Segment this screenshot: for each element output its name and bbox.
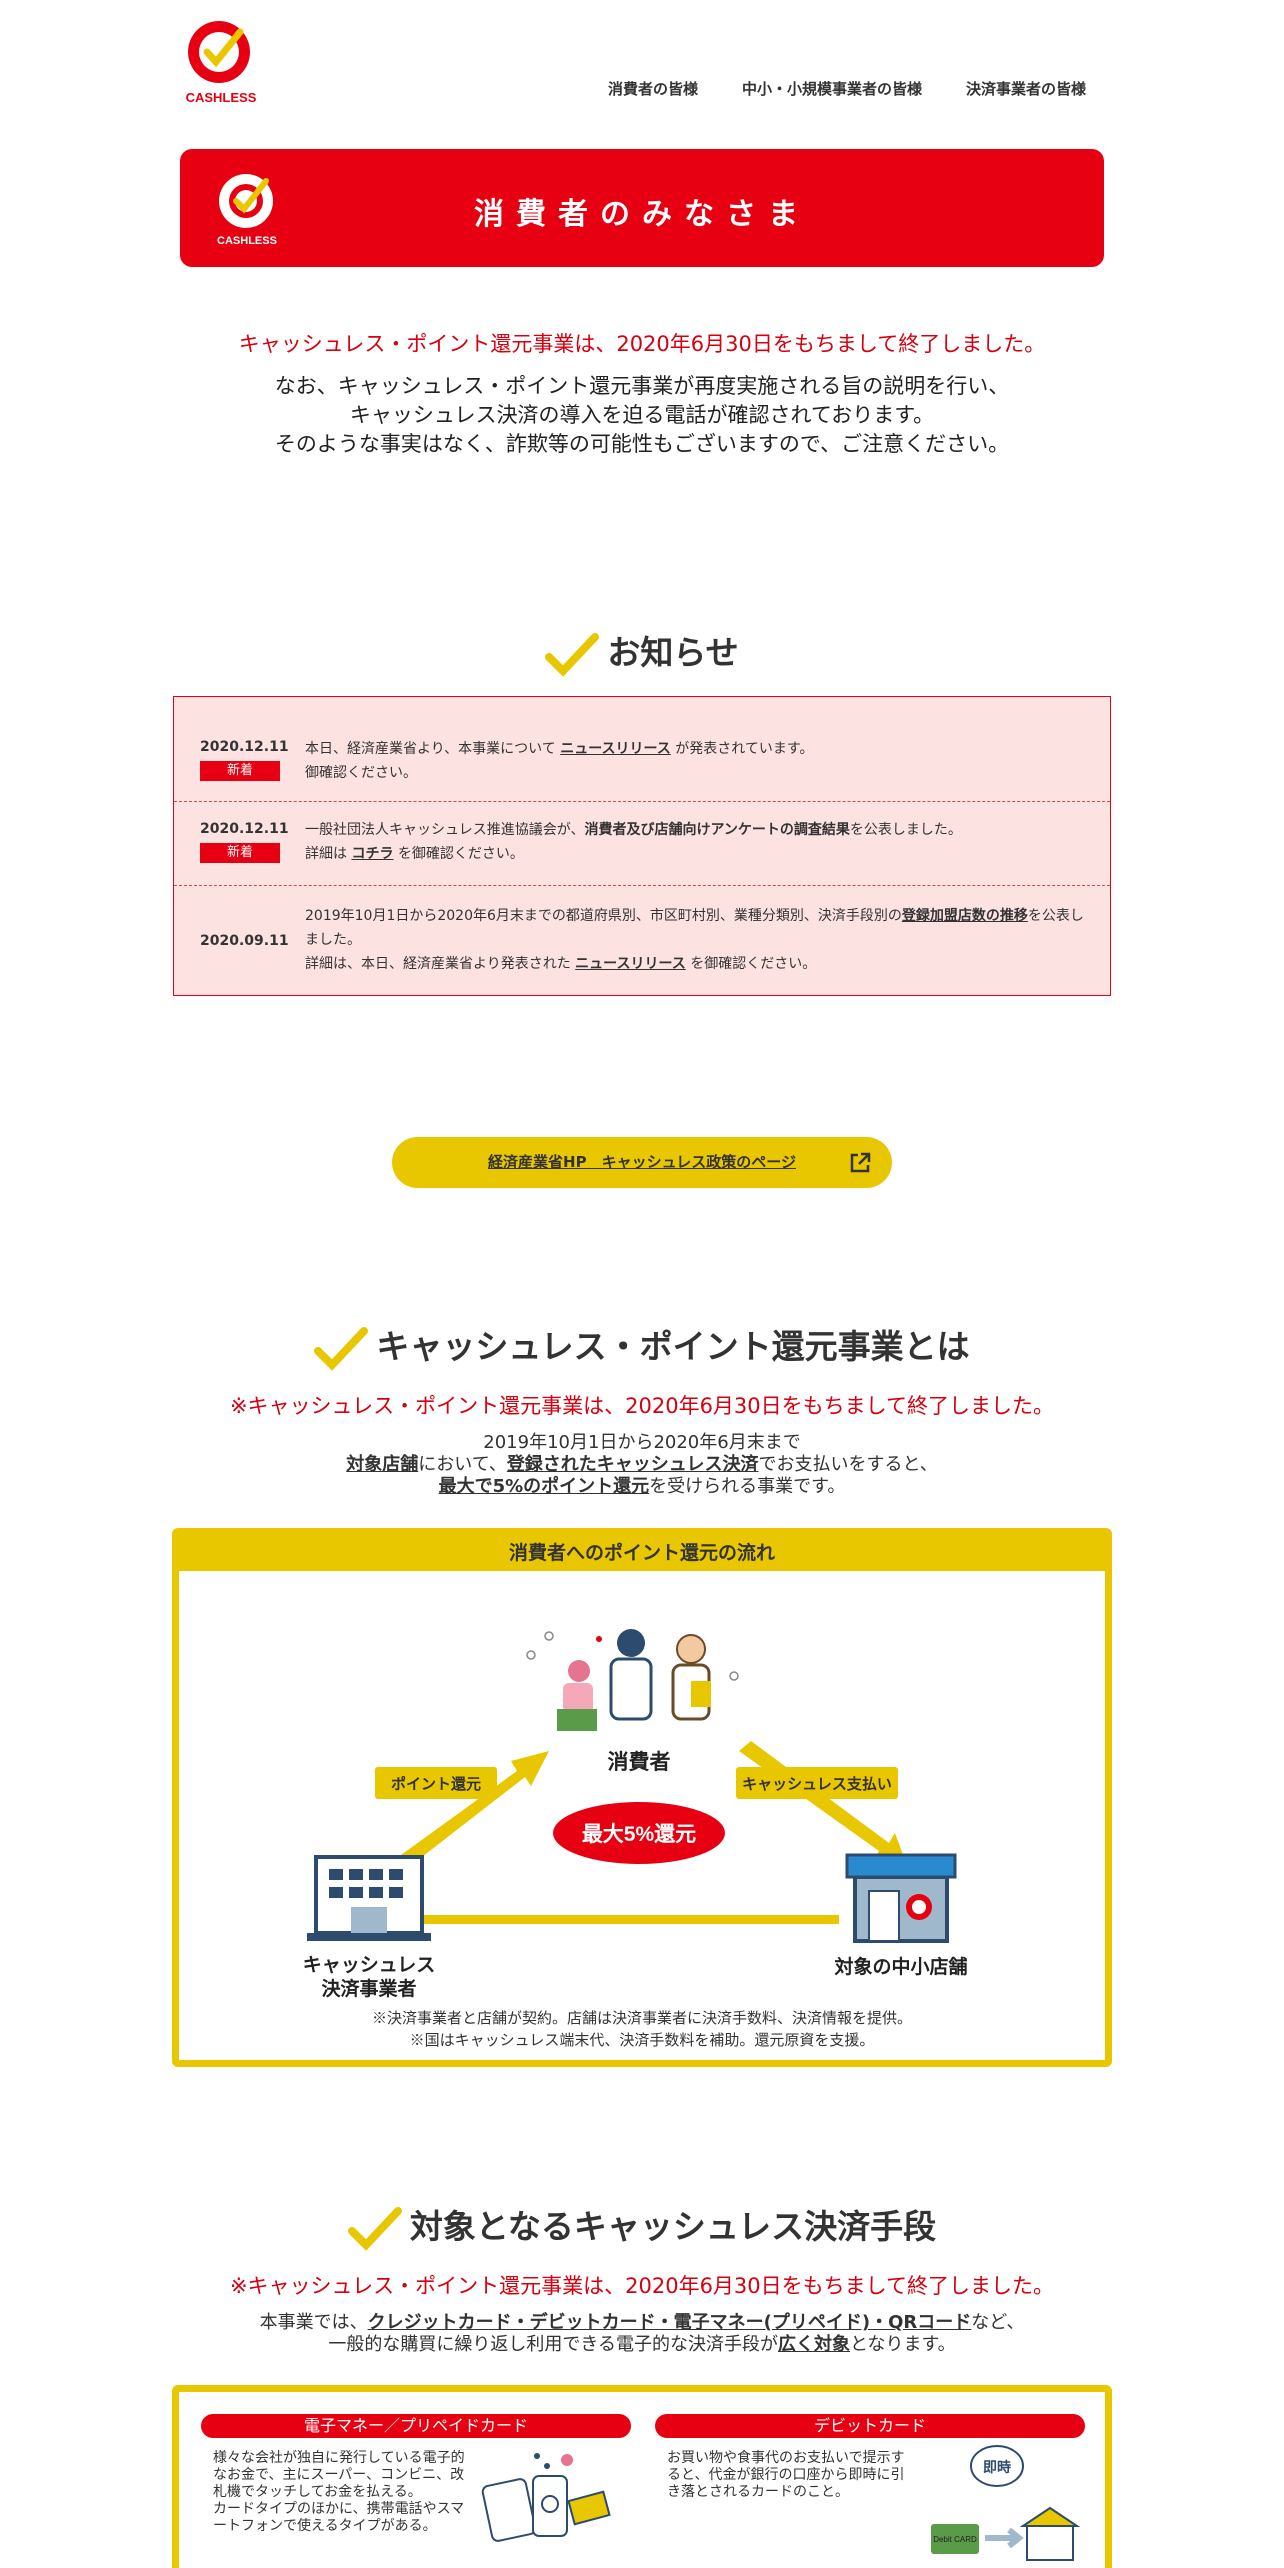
new-badge: 新着: [200, 843, 280, 863]
end-notice: ※キャッシュレス・ポイント還元事業は、2020年6月30日をもちまして終了しまし…: [229, 2274, 1055, 2298]
about-description: 2019年10月1日から2020年6月末まで 対象店舗において、登録されたキャッ…: [346, 1432, 938, 1497]
news-text: 一般社団法人キャッシュレス推進協議会が、消費者及び店舗向けアンケートの調査結果を…: [305, 822, 962, 862]
contract-line: [424, 1915, 839, 1924]
debit-card-label: Debit CARD: [933, 2535, 977, 2544]
news-text: 本日、経済産業省より、本事業について ニュースリリース が発表されています。 御…: [305, 741, 814, 781]
payment-methods-panel: 電子マネー／プリペイドカード 様々な会社が独自に発行している電子的 なお金で、主…: [172, 2385, 1112, 2568]
point-return-flow: 消費者へのポイント還元の流れ 消費者 ポイント還元 キャッシュレス支払い: [172, 1528, 1112, 2067]
news-date: 2020.12.11: [200, 821, 289, 837]
point-return-tag: [375, 1767, 497, 1799]
news-date: 2020.09.11: [200, 933, 289, 949]
debit-description: お買い物や食事代のお支払いで提示す ると、代金が銀行の口座から即時に引 き落とさ…: [667, 2450, 905, 2500]
warning-line: キャッシュレス決済の導入を迫る電話が確認されております。: [349, 403, 935, 427]
store-icon: [845, 1853, 957, 1943]
fraud-warning: なお、キャッシュレス・ポイント還元事業が再度実施される旨の説明を行い、 キャッシ…: [0, 372, 1284, 459]
max-return-text: 最大5%還元: [582, 1823, 696, 1846]
operator-label-1: キャッシュレス: [303, 1955, 436, 1976]
news-heading-text: お知らせ: [607, 633, 739, 672]
site-header: CASHLESS 消費者の皆様 中小・小規模事業者の皆様 決済事業者の皆様: [0, 0, 1284, 130]
page-title: 消費者のみなさま: [474, 197, 810, 232]
check-icon: [314, 1326, 369, 1371]
nav-consumers[interactable]: 消費者の皆様: [607, 80, 698, 98]
global-nav: 消費者の皆様 中小・小規模事業者の皆様 決済事業者の皆様: [608, 78, 1086, 99]
debit-title: デビットカード: [655, 2414, 1085, 2438]
warning-line: なお、キャッシュレス・ポイント還元事業が再度実施される旨の説明を行い、: [274, 374, 1010, 398]
store-count-link[interactable]: 登録加盟店数の推移: [901, 908, 1028, 924]
warning-line: そのような事実はなく、詐欺等の可能性もございますので、ご注意ください。: [274, 432, 1010, 456]
news-release-link[interactable]: ニュースリリース: [575, 956, 686, 972]
nav-payment-operators[interactable]: 決済事業者の皆様: [965, 80, 1086, 98]
building-icon: [307, 1855, 431, 1941]
cashless-payment-tag: [736, 1767, 898, 1799]
methods-description: 本事業では、クレジットカード・デビットカード・電子マネー(プリペイド)・QRコー…: [259, 2312, 1025, 2355]
nav-small-business[interactable]: 中小・小規模事業者の皆様: [741, 80, 922, 98]
cashless-logo[interactable]: CASHLESS: [185, 18, 257, 106]
external-link-icon: [850, 1152, 871, 1173]
check-icon: [545, 632, 600, 677]
news-text: 2019年10月1日から2020年6月末までの都道府県別、市区町村別、業種分類別…: [305, 908, 1084, 972]
svg-text:CASHLESS: CASHLESS: [217, 235, 277, 247]
end-notice: キャッシュレス・ポイント還元事業は、2020年6月30日をもちまして終了しました…: [238, 332, 1046, 356]
emoney-illustration: [481, 2453, 611, 2542]
new-badge: 新着: [200, 761, 280, 781]
news-list: 2020.12.11 新着 本日、経済産業省より、本事業について ニュースリリー…: [173, 696, 1111, 996]
methods-heading: 対象となるキャッシュレス決済手段: [0, 2200, 1284, 2251]
point-return-label: ポイント還元: [391, 1775, 481, 1793]
wide-target-text: 広く対象: [777, 2334, 850, 2355]
emoney-description: 様々な会社が独自に発行している電子的 なお金で、主にスーパー、コンビニ、改 札機…: [213, 2450, 465, 2534]
max-return-badge: [553, 1802, 725, 1864]
news-item: 2020.12.11 新着 一般社団法人キャッシュレス推進協議会が、消費者及び店…: [174, 802, 1110, 886]
svg-text:CASHLESS: CASHLESS: [186, 90, 257, 105]
about-heading-text: キャッシュレス・ポイント還元事業とは: [376, 1327, 970, 1366]
cashless-payment-label: キャッシュレス支払い: [742, 1775, 892, 1793]
news-item: 2020.12.11 新着 本日、経済産業省より、本事業について ニュースリリー…: [174, 697, 1110, 802]
point-return-arrow: [379, 1751, 549, 1881]
policy-page-label: 経済産業省HP キャッシュレス政策のページ: [488, 1153, 796, 1171]
target-store-link[interactable]: 対象店舗: [346, 1454, 419, 1475]
store-label: 対象の中小店舗: [833, 1955, 967, 1978]
registered-payment-link[interactable]: 登録されたキャッシュレス決済: [506, 1454, 759, 1475]
instant-label: 即時: [983, 2459, 1011, 2475]
survey-results-link[interactable]: コチラ: [351, 846, 394, 862]
about-heading: キャッシュレス・ポイント還元事業とは: [0, 1320, 1284, 1371]
flow-note: ※国はキャッシュレス端末代、決済手数料を補助。還元原資を支援。: [410, 2032, 875, 2049]
methods-heading-text: 対象となるキャッシュレス決済手段: [409, 2207, 937, 2246]
flow-note: ※決済事業者と店舗が契約。店舗は決済事業者に決済手数料、決済情報を提供。: [372, 2010, 912, 2027]
emoney-title: 電子マネー／プリペイドカード: [201, 2414, 631, 2438]
news-date: 2020.12.11: [200, 739, 289, 755]
cashless-logo-white: CASHLESS: [217, 174, 277, 247]
news-heading: お知らせ: [0, 626, 1284, 677]
payment-types-text: クレジットカード・デビットカード・電子マネー(プリペイド)・QRコード: [367, 2312, 972, 2333]
policy-page-button[interactable]: 経済産業省HP キャッシュレス政策のページ: [392, 1137, 892, 1188]
check-icon: [347, 2206, 402, 2251]
payment-arrow: [739, 1741, 909, 1871]
flow-diagram: 消費者 ポイント還元 キャッシュレス支払い 最大5%還元 キャッシュレス 決済事…: [303, 1629, 968, 2049]
hero-banner: CASHLESS 消費者のみなさま: [180, 149, 1104, 267]
news-release-link[interactable]: ニュースリリース: [560, 741, 671, 757]
news-item: 2020.09.11 2019年10月1日から2020年6月末までの都道府県別、…: [174, 886, 1110, 995]
operator-label-2: 決済事業者: [321, 1977, 416, 2000]
consumer-label: 消費者: [608, 1750, 671, 1774]
debit-illustration: 即時 Debit CARD: [931, 2445, 1081, 2561]
flow-title: 消費者へのポイント還元の流れ: [179, 1535, 1105, 1571]
end-notice: ※キャッシュレス・ポイント還元事業は、2020年6月30日をもちまして終了しまし…: [229, 1394, 1055, 1418]
max-return-text: 最大で5%のポイント還元: [438, 1476, 650, 1497]
consumers-illustration: [526, 1629, 739, 1731]
